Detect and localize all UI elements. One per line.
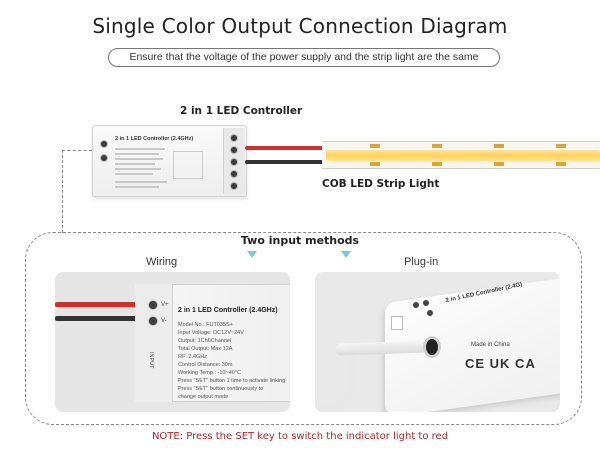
diagram-subtitle: Ensure that the voltage of the power sup… [108, 48, 500, 67]
footer-note: NOTE: Press the SET key to switch the in… [151, 431, 449, 442]
wiring-device-title: 2 in 1 LED Controller (2.4GHz) [178, 307, 278, 314]
usb-port-icon [391, 316, 403, 330]
indicator-table [173, 151, 203, 179]
note-line: change output mode [178, 394, 229, 400]
output-terminal-block [223, 128, 245, 194]
vplus-symbol: V+ [161, 302, 169, 308]
certification-marks: CE UK CA [465, 356, 536, 371]
input-red-wire [55, 302, 147, 307]
negative-wire [245, 160, 327, 164]
down-arrow-icon [247, 251, 257, 258]
connector-dashed-line [62, 150, 92, 151]
connector-dashed-line [62, 150, 63, 233]
wiring-photo: V+ V- INPUT 2 in 1 LED Controller (2.4GH… [55, 272, 290, 412]
spec-line: Output: 1Ch6Channel [178, 338, 232, 344]
spec-line: Working Temp.: -10~40°C [178, 370, 241, 376]
strip-label: COB LED Strip Light [322, 178, 440, 190]
input-methods-frame [25, 232, 582, 425]
note-line: Press "SET" button continuously to [178, 386, 264, 392]
input-methods-heading: Two input methods [240, 234, 360, 247]
cob-led-strip [322, 141, 600, 169]
positive-wire [245, 146, 327, 150]
vminus-symbol: V- [161, 318, 167, 324]
input-text: INPUT [148, 352, 154, 369]
dc-cable [315, 352, 355, 412]
made-in-text: Made in China [471, 342, 510, 348]
controller-device-top: 2 in 1 LED Controller (2.4GHz) [92, 125, 247, 197]
spec-line: Control Distance: 30m [178, 362, 233, 368]
wiring-label: Wiring [146, 256, 178, 268]
controller-label: 2 in 1 LED Controller [180, 105, 303, 117]
vplus-terminal-icon [148, 300, 158, 310]
spec-line: RF: 2.4GHz [178, 354, 208, 360]
power-terminal-icon [100, 140, 108, 148]
vminus-terminal-icon [148, 316, 158, 326]
controller-face-title: 2 in 1 LED Controller (2.4GHz) [115, 136, 194, 142]
power-terminal-icon [100, 154, 108, 162]
note-line: Press "SET" button 1 time to activate li… [178, 378, 286, 384]
plugin-label: Plug-in [404, 256, 439, 268]
spec-line: Total Output: Max 12A [178, 346, 233, 352]
dc-jack-icon [423, 336, 441, 358]
input-black-wire [55, 316, 147, 321]
diagram-title: Single Color Output Connection Diagram [92, 14, 508, 38]
plugin-photo: 2 in 1 LED Controller (2.4G) Made in Chi… [315, 272, 560, 412]
spec-line: Model No.: FUT035S+ [178, 322, 233, 328]
spec-line: Input Voltage: DC12V~24V [178, 330, 244, 336]
down-arrow-icon [341, 251, 351, 258]
